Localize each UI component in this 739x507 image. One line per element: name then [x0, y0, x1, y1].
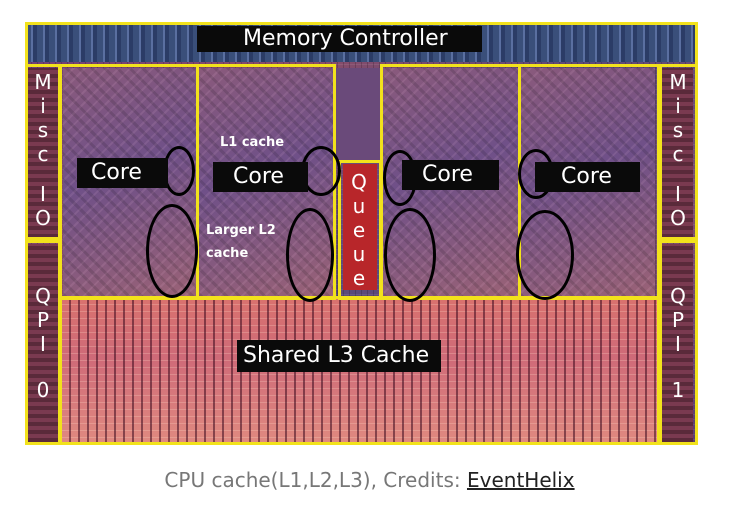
l2-circle-3 — [384, 208, 436, 302]
l1-cache-label: L1 cache — [220, 135, 285, 150]
core-label-3: Core — [402, 160, 499, 190]
misc-io-right-outline — [659, 64, 698, 240]
misc-io-letter: I — [40, 182, 46, 206]
misc-io-right-region — [661, 68, 693, 238]
queue-letter: e — [352, 266, 366, 290]
misc-io-right-label: M i s c I O — [664, 70, 692, 230]
misc-io-letter: s — [37, 118, 49, 142]
misc-io-letter: I — [675, 182, 681, 206]
misc-io-letter: i — [675, 94, 681, 118]
qpi-right-outline — [659, 240, 698, 445]
queue-letter: Q — [351, 170, 367, 194]
figure-caption: CPU cache(L1,L2,L3), Credits: EventHelix — [0, 468, 739, 492]
misc-io-letter: i — [40, 94, 46, 118]
l2-circle-4 — [516, 210, 574, 300]
qpi-letter: I — [40, 332, 46, 356]
misc-io-letter: O — [670, 206, 686, 230]
qpi-right-label: Q P I 1 — [664, 284, 692, 402]
qpi-letter: Q — [35, 284, 51, 308]
misc-io-letter: M — [34, 70, 52, 94]
queue-letter: e — [352, 218, 366, 242]
core-label-4: Core — [535, 162, 640, 192]
qpi-right-region — [661, 244, 693, 442]
queue-label: Q u e u e — [345, 170, 373, 290]
eventhelix-link[interactable]: EventHelix — [466, 468, 575, 492]
core-label-2: Core — [213, 162, 308, 192]
qpi-letter: 0 — [36, 378, 50, 402]
l2-circle-1 — [146, 204, 198, 298]
shared-l3-label: Shared L3 Cache — [237, 340, 442, 372]
queue-letter: u — [352, 242, 366, 266]
misc-io-letter: O — [35, 206, 51, 230]
l2-cache-label-line2: cache — [206, 246, 249, 261]
qpi-letter: I — [675, 332, 681, 356]
qpi-letter: P — [36, 308, 50, 332]
misc-io-letter: c — [37, 142, 49, 166]
caption-text: CPU cache(L1,L2,L3), Credits: — [164, 468, 467, 492]
misc-io-letter: s — [672, 118, 684, 142]
cpu-die-image: Memory Controller Core Core Core Core L1… — [25, 22, 698, 445]
misc-io-left-label: M i s c I O — [29, 70, 57, 230]
l2-circle-2 — [286, 208, 334, 302]
memory-controller-label: Memory Controller — [197, 26, 482, 52]
misc-io-letter: M — [669, 70, 687, 94]
queue-letter: u — [352, 194, 366, 218]
qpi-letter: P — [671, 308, 685, 332]
l2-cache-label-line1: Larger L2 — [206, 223, 276, 238]
misc-io-left-region — [27, 68, 59, 238]
l3-outline — [59, 296, 660, 445]
qpi-letter: Q — [670, 284, 686, 308]
queue-region — [343, 164, 377, 290]
misc-io-letter: c — [672, 142, 684, 166]
core-label-1: Core — [77, 158, 168, 188]
qpi-letter: 1 — [671, 378, 685, 402]
uncore-region — [335, 68, 383, 168]
qpi-left-label: Q P I 0 — [29, 284, 57, 402]
qpi-left-region — [27, 244, 59, 442]
